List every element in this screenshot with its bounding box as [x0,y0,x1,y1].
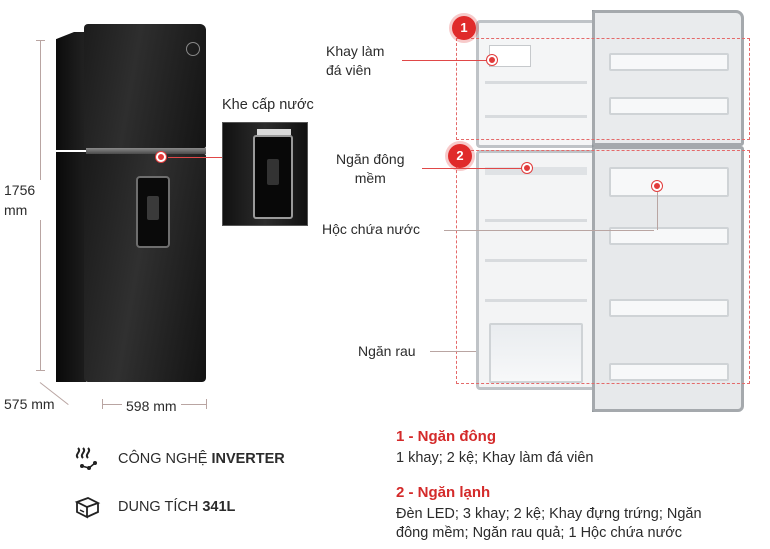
inverter-chip-icon [75,447,97,470]
fridge-shelf [485,299,587,302]
spec-capacity-bold: 341L [202,499,236,515]
water-slot-marker [156,152,166,162]
crisper-leader-line [430,351,476,352]
freezer-section-text: 1 khay; 2 kệ; Khay làm đá viên [396,450,594,466]
door-bin [609,97,729,115]
fridge-open-image [458,10,756,430]
soft-freeze-leader-line [422,168,526,169]
door-bin [609,363,729,381]
ice-tray-marker [487,55,497,65]
water-compartment-marker [652,181,662,191]
water-tank [609,167,729,197]
spec-inverter-bold: INVERTER [211,451,285,467]
dispenser-lever [147,196,159,220]
freezer-section-title: 1 - Ngăn đông [396,428,496,445]
width-dimension-label: 598 mm [122,396,181,416]
freezer-shelf [485,115,587,118]
spec-inverter-text: CÔNG NGHỆ [118,451,208,467]
crisper-drawer [489,323,583,383]
fridge-shelf [485,219,587,222]
soft-freeze-marker [522,163,532,173]
water-dispenser-inset-image [222,122,308,226]
ice-tray-leader-line [402,60,490,61]
water-dispenser [136,176,170,248]
fridge-highlight-box [456,150,750,384]
spec-inverter: CÔNG NGHỆ INVERTER [72,444,285,474]
width-dimension-cap-right [206,399,207,409]
dispenser-closeup [253,129,293,219]
crisper-label: Ngăn rau [358,343,416,359]
dispenser-closeup-lever [267,159,279,185]
height-dimension-cap-bottom [36,370,45,371]
freezer-door-open [592,10,744,146]
fridge-section-title: 2 - Ngăn lạnh [396,484,491,501]
freezer-badge: 1 [452,16,476,40]
fridge-side-bottom [56,152,86,382]
soft-freeze-tray [485,167,587,175]
capacity-box-icon [74,497,101,519]
water-compartment-leader-vertical [657,192,658,230]
water-compartment-label: Hộc chứa nước [322,221,420,237]
fridge-closed-image [56,24,206,384]
ice-tray-label: Khay làm đá viên [326,43,385,78]
height-dimension-cap-top [36,40,45,41]
spec-capacity-text: DUNG TÍCH [118,499,199,515]
freezer-highlight-box [456,38,750,140]
door-bin [609,53,729,71]
freezer-door [84,24,206,148]
freezer-shelf [485,81,587,84]
water-slot-leader-line [168,157,222,158]
spec-capacity: DUNG TÍCH 341L [72,492,235,522]
door-handle-strip [86,148,206,154]
fridge-badge: 2 [448,144,472,168]
brand-logo-icon [186,42,200,56]
door-bin [609,227,729,245]
height-dimension-label: 1756 mm [4,180,48,220]
door-bin [609,299,729,317]
fridge-side-top [56,32,86,150]
depth-dimension-label: 575 mm [4,396,55,412]
fridge-shelf [485,259,587,262]
dispenser-tag [257,129,291,135]
water-compartment-leader-line [444,230,654,231]
fridge-door-open [592,146,744,412]
fridge-compartment [476,150,596,390]
water-slot-label: Khe cấp nước [222,97,314,113]
soft-freeze-label: Ngăn đông mềm [336,151,405,186]
fridge-section-text: Đèn LED; 3 khay; 2 kệ; Khay đựng trứng; … [396,506,702,541]
width-dimension-cap-left [102,399,103,409]
